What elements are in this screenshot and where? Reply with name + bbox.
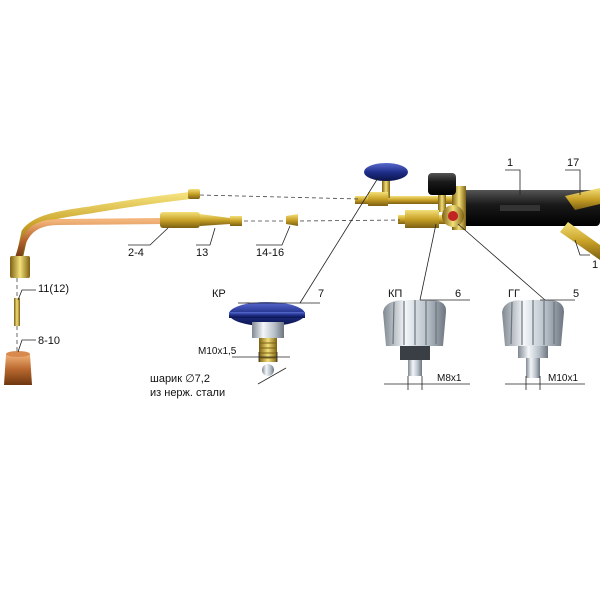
label-13: 13 — [196, 247, 208, 259]
part-8-10 — [4, 354, 32, 385]
tip-head — [10, 256, 30, 278]
dimension-marks — [232, 352, 585, 390]
label-gg: ГГ — [508, 288, 520, 300]
part-6-nut — [400, 346, 430, 360]
tube-end-nut — [188, 189, 200, 199]
steel-ball — [262, 364, 274, 376]
part-7-valve-knob — [229, 302, 305, 376]
part-13-body — [160, 212, 200, 228]
text-labels: 1 17 1 2-4 13 14-16 11(12) 8-10 КР 7 КП … — [38, 157, 598, 399]
tip-tube-assembly — [4, 189, 298, 385]
valve-block — [368, 192, 388, 206]
assembly-guides — [16, 194, 401, 352]
leader-lines — [17, 169, 590, 353]
label-14-16: 14-16 — [256, 247, 284, 259]
part-8-10-rim — [6, 351, 30, 357]
part-5-nut — [518, 346, 548, 358]
label-8-10: 8-10 — [38, 335, 60, 347]
red-dot — [448, 211, 458, 221]
fuel-valve-stem — [438, 194, 446, 212]
part-5-knob — [502, 300, 564, 378]
part-13-taper — [200, 214, 230, 226]
label-11-12: 11(12) — [38, 283, 69, 295]
part-7-hex — [252, 322, 284, 338]
fuel-valve-knob — [428, 173, 456, 195]
label-1b: 1 — [592, 259, 598, 271]
part-13-nose — [230, 216, 242, 226]
label-thread-m8x1: M8x1 — [437, 373, 462, 384]
lower-curved-tube — [15, 218, 168, 261]
part-6-knob — [383, 300, 447, 376]
label-ball-2: из нерж. стали — [150, 387, 225, 399]
mixer-block — [405, 210, 439, 228]
label-17: 17 — [567, 157, 579, 169]
part-6-pin — [408, 360, 422, 376]
oxygen-valve-knob — [364, 163, 408, 181]
label-ball-1: шарик ∅7,2 — [150, 373, 210, 385]
part-7-thread — [259, 338, 277, 362]
label-thread-m10x1: M10x1 — [548, 373, 578, 384]
part-14-16 — [286, 214, 298, 226]
label-kr: КР — [212, 288, 226, 300]
hose-nipple-top — [565, 188, 600, 210]
label-kp: КП — [388, 288, 402, 300]
label-thread-m10x15: M10x1,5 — [198, 346, 237, 357]
oxygen-valve-stem — [382, 174, 390, 198]
label-6: 6 — [455, 288, 461, 300]
label-2-4: 2-4 — [128, 247, 144, 259]
part-11-12 — [14, 298, 20, 326]
hose-nipple-bottom — [560, 222, 600, 260]
upper-tube — [355, 196, 465, 204]
torch-assembly — [355, 163, 600, 260]
label-5: 5 — [573, 288, 579, 300]
upper-curved-tube — [16, 191, 199, 259]
handle-engraving — [500, 205, 540, 211]
label-7: 7 — [318, 288, 324, 300]
label-1: 1 — [507, 157, 513, 169]
part-5-pin — [526, 358, 540, 378]
